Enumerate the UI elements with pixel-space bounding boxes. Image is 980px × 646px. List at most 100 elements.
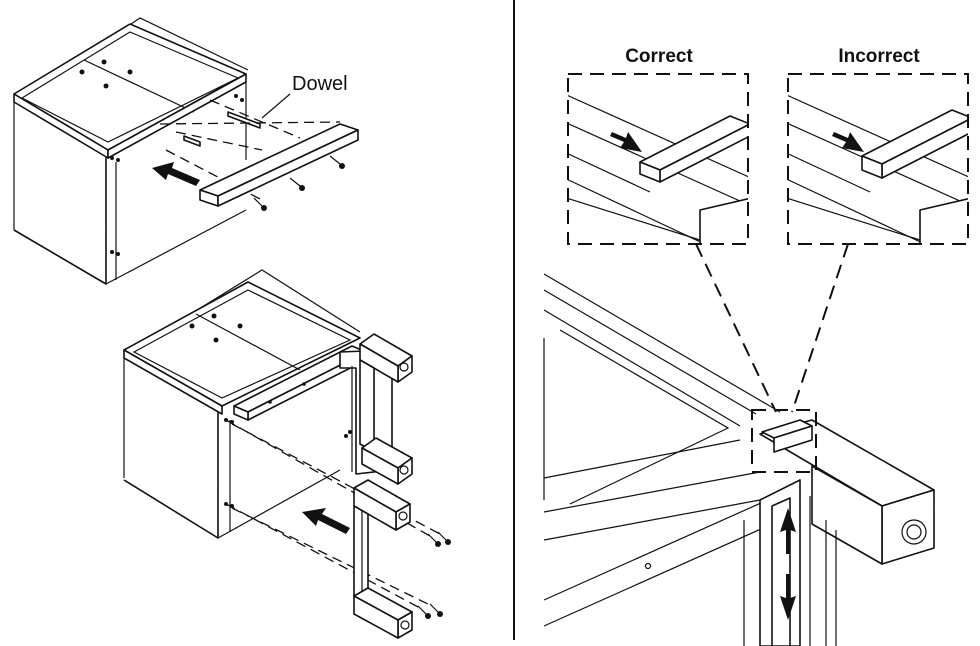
leg-screws xyxy=(417,531,451,619)
leg-bottom-tube-side xyxy=(361,447,399,485)
cabinet2-bottom-edge xyxy=(217,469,341,539)
cabinet-left-panel xyxy=(13,156,107,285)
frame-line xyxy=(543,439,741,479)
incorrect-detail-frame xyxy=(787,73,969,245)
detail-line xyxy=(568,197,701,241)
frame-line xyxy=(543,499,761,541)
alignment-line xyxy=(165,149,263,201)
direction-arrow xyxy=(832,132,864,152)
frame-inner-panel xyxy=(559,329,730,505)
dowel-leader-line xyxy=(261,93,291,119)
tube-opening xyxy=(399,362,409,372)
side-hole xyxy=(116,158,120,162)
tube-opening xyxy=(400,620,410,630)
side-hole xyxy=(116,252,120,256)
screw xyxy=(253,197,263,207)
screw-head xyxy=(339,163,345,169)
top-hole xyxy=(103,83,109,89)
dowel-label: Dowel xyxy=(292,73,348,95)
top-hole xyxy=(101,59,107,65)
rail-hole xyxy=(268,400,272,404)
insert-direction-arrow xyxy=(152,162,200,186)
frame-closeup xyxy=(543,273,935,646)
new-leg xyxy=(353,479,413,639)
top-hole xyxy=(237,323,243,329)
top-hole xyxy=(79,69,85,75)
correct-detail xyxy=(567,73,749,245)
alignment-line xyxy=(175,131,263,151)
screw xyxy=(429,603,439,613)
detail-line xyxy=(788,179,927,244)
screw-head xyxy=(299,185,305,191)
screw-head xyxy=(261,205,267,211)
tube-opening xyxy=(398,511,408,521)
top-hole xyxy=(213,337,219,343)
top-panel-seam xyxy=(195,313,301,371)
tube-side xyxy=(811,465,883,565)
detail-line xyxy=(788,153,871,193)
panel-corner xyxy=(699,197,748,244)
tube-opening xyxy=(399,465,409,475)
leg-hole xyxy=(348,430,352,434)
dowel xyxy=(227,111,261,129)
cabinet2-top-inset xyxy=(132,289,352,399)
screw-head xyxy=(425,613,431,619)
rail-piece-end xyxy=(639,161,661,183)
cabinet-bottom-edge xyxy=(105,209,247,285)
alignment-line xyxy=(225,503,421,609)
side-hole xyxy=(110,156,114,160)
alignment-line xyxy=(159,121,341,125)
adjust-up-arrow xyxy=(780,508,796,554)
screw xyxy=(417,605,427,615)
screw xyxy=(437,531,447,541)
alignment-line xyxy=(209,99,301,139)
screw-head xyxy=(435,541,441,547)
new-leg-bottom-side xyxy=(353,595,399,639)
top-hole xyxy=(189,323,195,329)
frame-line xyxy=(543,489,791,601)
frame-line xyxy=(543,309,741,427)
side-hole xyxy=(234,94,238,98)
leg-hole xyxy=(344,434,348,438)
screw xyxy=(289,177,301,187)
screw-head xyxy=(445,539,451,545)
detail-line xyxy=(788,94,968,178)
screw xyxy=(427,533,437,543)
top-hole xyxy=(127,69,133,75)
screw-head xyxy=(437,611,443,617)
insert-direction-arrow xyxy=(302,508,350,534)
panel-corner xyxy=(919,197,968,244)
callout-leader xyxy=(791,243,849,413)
new-leg-top-side xyxy=(353,487,397,531)
top-panel-seam xyxy=(83,59,195,113)
front-rail-face xyxy=(217,129,359,207)
cabinet2-left-panel xyxy=(123,412,219,539)
correct-detail-frame xyxy=(567,73,749,245)
side-hole xyxy=(110,250,114,254)
detail-line xyxy=(568,153,651,193)
leg-top-tube-side xyxy=(359,343,399,383)
frame-line xyxy=(543,273,781,413)
callout-leader xyxy=(695,243,777,413)
attached-leg xyxy=(339,333,413,485)
detail-line xyxy=(568,179,707,244)
frame-hole xyxy=(644,562,652,570)
side-hole xyxy=(240,98,244,102)
detail-line xyxy=(788,197,921,241)
cabinet2-rail-end xyxy=(233,405,249,421)
frame-line xyxy=(543,289,757,415)
zoom-region-frame xyxy=(751,409,817,473)
screws xyxy=(253,155,345,211)
cabinet-rail-step: Dowel xyxy=(13,17,359,285)
frame-line xyxy=(543,515,791,627)
dowel xyxy=(183,135,201,147)
frame-line xyxy=(543,471,761,513)
incorrect-label: Incorrect xyxy=(838,46,920,67)
rail-piece-face xyxy=(773,425,813,453)
tube-opening xyxy=(901,519,927,545)
incorrect-detail xyxy=(787,73,969,245)
cabinet2-top-panel xyxy=(123,281,361,407)
alignment-line xyxy=(231,507,433,607)
rail-piece-end xyxy=(861,155,883,179)
